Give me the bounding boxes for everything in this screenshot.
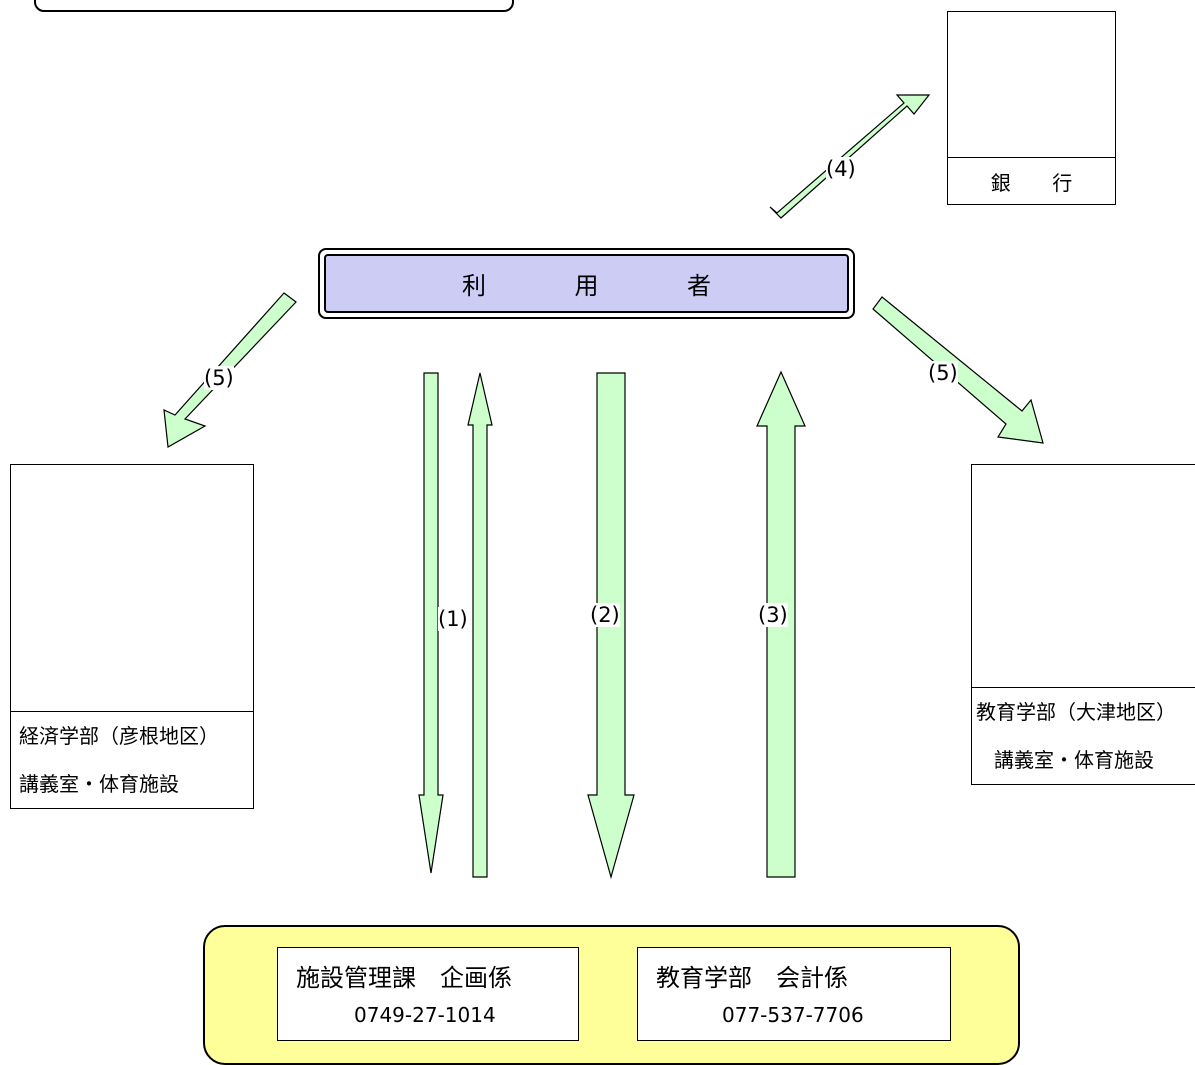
arrow-5-right [872, 296, 1044, 444]
facility-rooms: 講義室・体育施設 [994, 748, 1154, 772]
office-contacts-panel: 施設管理課 企画係 0749-27-1014 教育学部 会計係 077-537-… [203, 925, 1020, 1065]
facility-rooms: 講義室・体育施設 [19, 772, 179, 796]
office-name: 教育学部 会計係 [656, 964, 848, 992]
user-label: 利 用 者 [324, 254, 849, 313]
arrow-1-down [418, 372, 444, 874]
facility-name: 経済学部（彦根地区） [19, 724, 219, 748]
bank-box: 銀 行 [947, 11, 1116, 205]
facility-name: 教育学部（大津地区） [976, 700, 1176, 724]
office-phone: 0749-27-1014 [354, 1003, 496, 1027]
office-phone: 077-537-7706 [722, 1003, 864, 1027]
office-name: 施設管理課 企画係 [296, 964, 512, 992]
bank-label: 銀 行 [948, 157, 1115, 204]
facility-education-text: 教育学部（大津地区） 講義室・体育施設 [972, 687, 1195, 784]
facility-economics: 経済学部（彦根地区） 講義室・体育施設 [10, 464, 254, 809]
arrow-label-1: (1) [438, 607, 468, 631]
arrow-label-2: (2) [590, 603, 620, 627]
facility-education: 教育学部（大津地区） 講義室・体育施設 [971, 464, 1195, 785]
user-label-char: 用 [574, 272, 599, 300]
office-education-accounting: 教育学部 会計係 077-537-7706 [637, 947, 951, 1041]
arrow-label-3: (3) [758, 603, 788, 627]
office-facilities-planning: 施設管理課 企画係 0749-27-1014 [277, 947, 579, 1041]
user-box: 利 用 者 [318, 248, 855, 319]
arrow-4-diagonal [769, 94, 931, 219]
top-frame [34, 0, 514, 12]
arrow-1-up [467, 372, 493, 878]
bank-label-char: 行 [1052, 170, 1073, 195]
facility-economics-text: 経済学部（彦根地区） 講義室・体育施設 [11, 711, 253, 808]
bank-label-char: 銀 [990, 170, 1011, 195]
arrow-label-4: (4) [826, 157, 856, 181]
arrow-label-5-right: (5) [928, 361, 958, 385]
arrow-label-5-left: (5) [204, 366, 234, 390]
user-label-char: 者 [687, 272, 711, 300]
user-label-char: 利 [462, 272, 486, 300]
